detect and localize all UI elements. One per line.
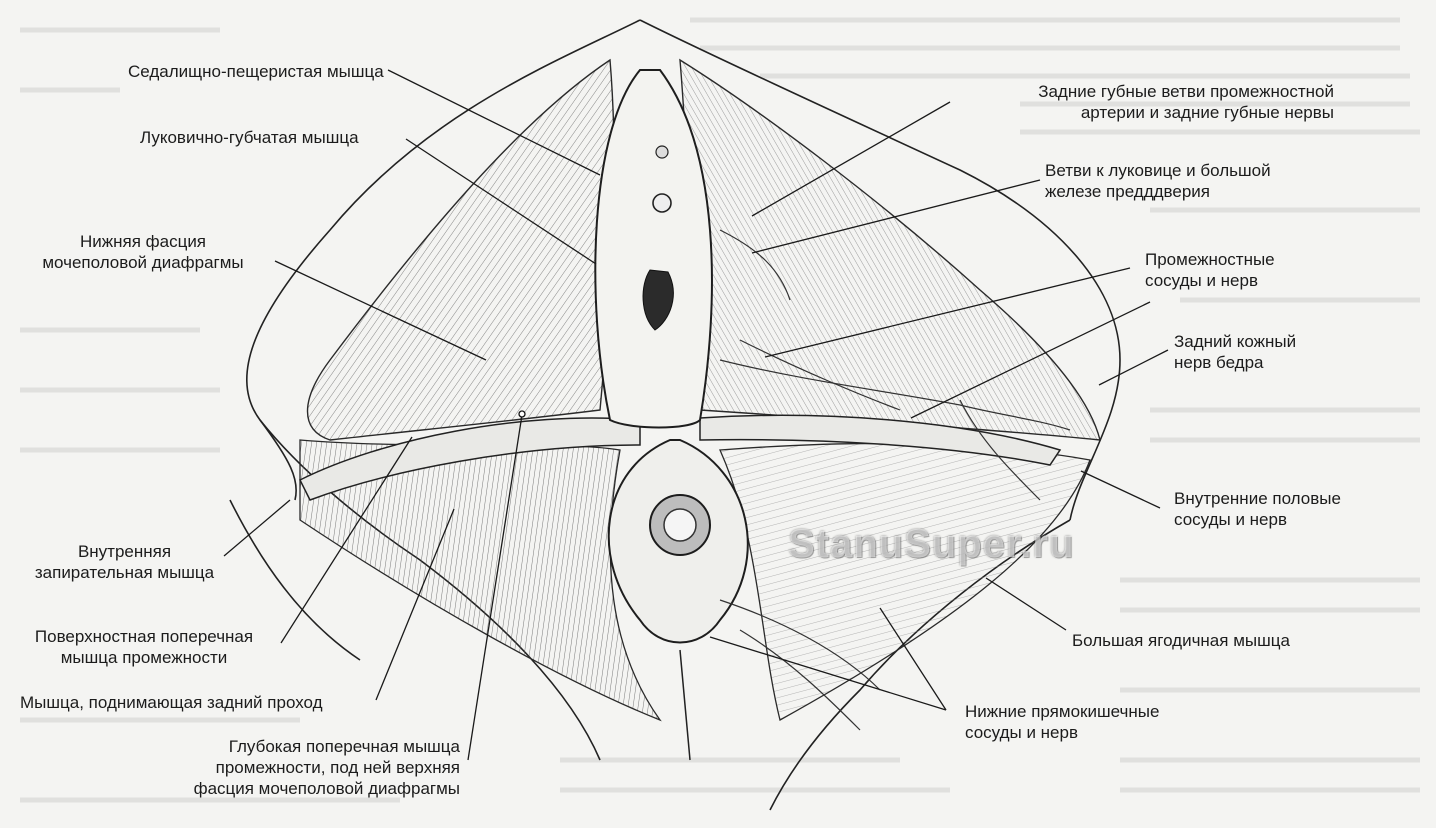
label-deep-transverse: Глубокая поперечная мышца промежности, п…	[120, 736, 460, 799]
label-inferior-rectal-line1: Нижние прямокишечные	[965, 702, 1160, 721]
label-internal-pudendal-line2: сосуды и нерв	[1174, 510, 1287, 529]
label-superficial-transverse-line1: Поверхностная поперечная	[34, 627, 254, 646]
label-obturator-internus-line2: запирательная мышца	[34, 563, 215, 582]
watermark: StanuSuper.ru	[788, 522, 1075, 566]
label-superficial-transverse-line2: мышца промежности	[60, 648, 228, 667]
gluteus-region	[719, 442, 1091, 721]
label-bulb-branches-line2: железе предддверия	[1045, 182, 1210, 201]
anus-inner	[663, 508, 697, 542]
label-levator-ani-text: Мышца, поднимающая задний проход	[20, 693, 323, 712]
superficial-transverse-muscle	[298, 417, 641, 501]
label-labial-branches: Задние губные ветви промежностной артери…	[930, 81, 1334, 123]
label-inferior-fascia: Нижняя фасция мочеполовой диафрагмы	[12, 231, 274, 273]
label-ischiocavernosus-text: Седалищно-пещеристая мышца	[128, 62, 384, 81]
label-gluteus-maximus-text: Большая ягодичная мышца	[1072, 631, 1290, 650]
label-inferior-fascia-line2: мочеполовой диафрагмы	[42, 253, 244, 272]
perineal-body-lower	[679, 649, 691, 761]
clitoris	[655, 145, 669, 159]
label-bulb-branches: Ветви к луковице и большой железе преддд…	[1045, 160, 1271, 202]
label-deep-transverse-line3: фасция мочеполовой диафрагмы	[193, 779, 460, 798]
label-inferior-rectal-line2: сосуды и нерв	[965, 723, 1078, 742]
label-labial-branches-line2: артерии и задние губные нервы	[1080, 103, 1334, 122]
label-perineal-vessels-line2: сосуды и нерв	[1145, 271, 1258, 290]
label-bulbospongiosus: Луковично-губчатая мышца	[140, 127, 359, 148]
label-gluteus-maximus: Большая ягодичная мышца	[1072, 630, 1290, 651]
label-labial-branches-line1: Задние губные ветви промежностной	[1038, 82, 1334, 101]
label-obturator-internus-line1: Внутренняя	[77, 542, 172, 561]
label-inferior-rectal: Нижние прямокишечные сосуды и нерв	[965, 701, 1159, 743]
urethral-opening	[652, 193, 672, 213]
vessel-branches	[719, 229, 1071, 731]
left-muscle-region	[306, 58, 615, 441]
vulva	[594, 69, 713, 429]
leader-lines	[223, 69, 1169, 761]
label-internal-pudendal-line1: Внутренние половые	[1174, 489, 1341, 508]
vaginal-opening	[642, 269, 674, 331]
label-superficial-transverse: Поверхностная поперечная мышца промежнос…	[12, 626, 276, 668]
label-inferior-fascia-line1: Нижняя фасция	[79, 232, 207, 251]
label-posterior-cutaneous-line1: Задний кожный	[1174, 332, 1297, 351]
background-page-texture	[20, 17, 1420, 803]
label-bulb-branches-line1: Ветви к луковице и большой	[1045, 161, 1271, 180]
label-perineal-vessels-line1: Промежностные	[1145, 250, 1275, 269]
right-transverse-muscle	[699, 414, 1062, 466]
label-obturator-internus: Внутренняя запирательная мышца	[12, 541, 237, 583]
leader-dot	[518, 410, 526, 418]
label-posterior-cutaneous: Задний кожный нерв бедра	[1174, 331, 1296, 373]
label-bulbospongiosus-text: Луковично-губчатая мышца	[140, 128, 359, 147]
label-deep-transverse-line2: промежности, под ней верхняя	[215, 758, 460, 777]
label-posterior-cutaneous-line2: нерв бедра	[1174, 353, 1264, 372]
label-levator-ani: Мышца, поднимающая задний проход	[20, 692, 323, 713]
label-deep-transverse-line1: Глубокая поперечная мышца	[228, 737, 460, 756]
label-internal-pudendal: Внутренние половые сосуды и нерв	[1174, 488, 1341, 530]
label-ischiocavernosus: Седалищно-пещеристая мышца	[128, 61, 384, 82]
label-perineal-vessels: Промежностные сосуды и нерв	[1145, 249, 1275, 291]
